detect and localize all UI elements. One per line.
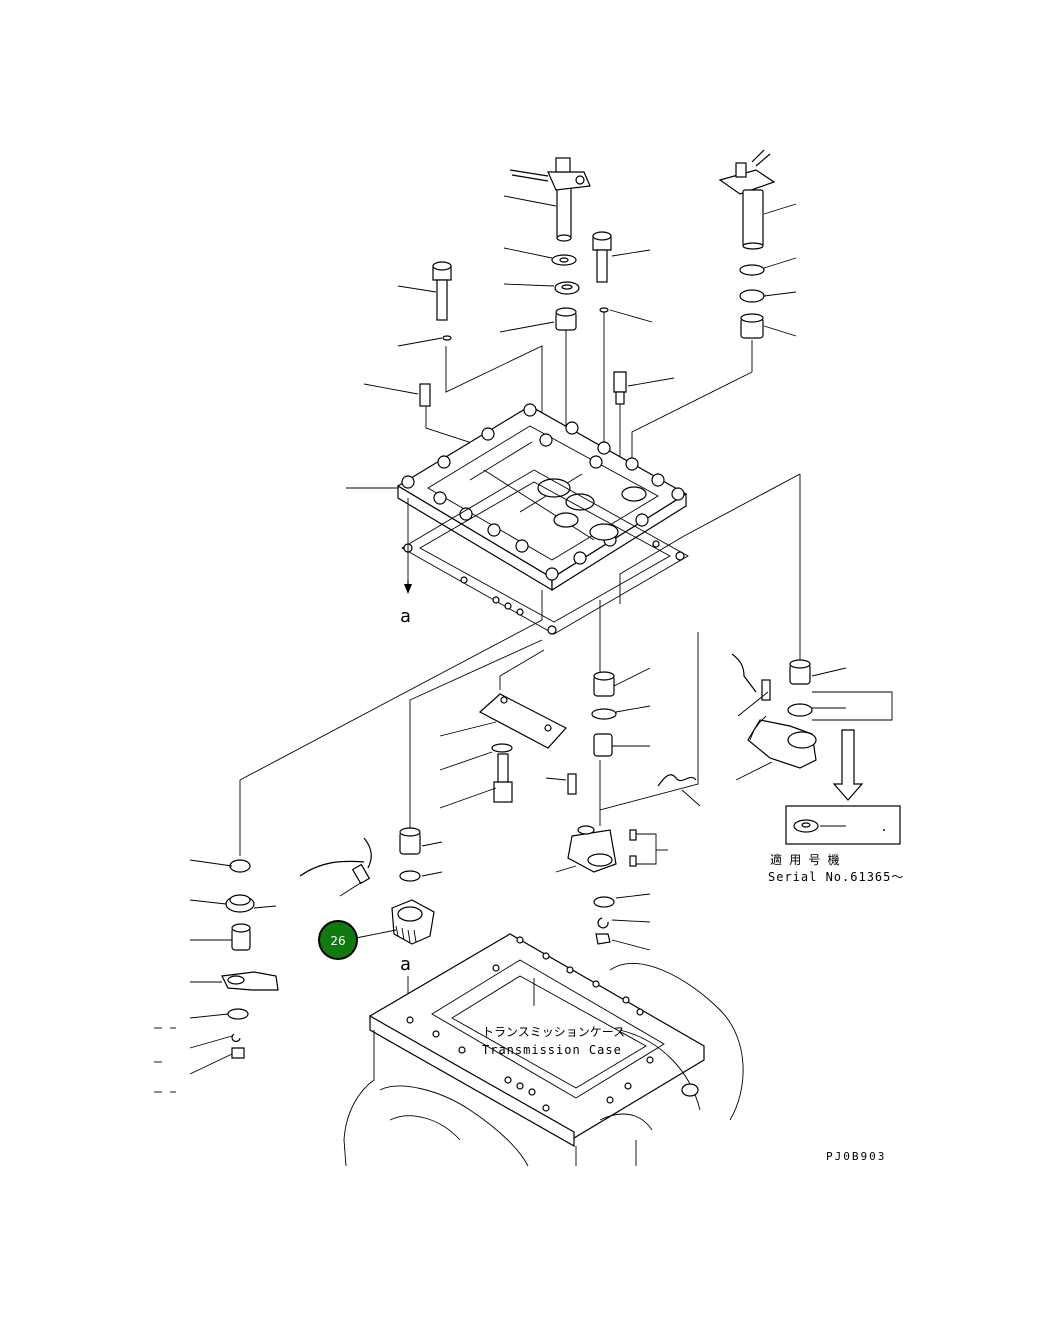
callout-26-label[interactable]: 26 xyxy=(330,934,345,948)
view-marker-lower: a xyxy=(400,954,411,975)
drawing-code: PJ0B903 xyxy=(826,1150,886,1163)
right-side-assembly xyxy=(731,653,901,845)
assembly-leaders-mid xyxy=(239,473,801,856)
cover-gasket xyxy=(401,469,689,635)
case-label-en: Transmission Case xyxy=(482,1043,622,1057)
case-label-jp: トランスミッションケース xyxy=(482,1025,625,1039)
transmission-case xyxy=(343,933,744,1167)
view-marker-upper: a xyxy=(400,606,411,627)
serial-label-jp: 適 用 号 機 xyxy=(770,852,840,867)
serial-label-en: Serial No.61365～ xyxy=(768,870,904,884)
middle-parts xyxy=(439,667,701,809)
lower-middle-parts xyxy=(299,827,443,945)
callout-26[interactable]: 26 xyxy=(318,920,397,960)
shift-fork-center xyxy=(555,825,668,951)
shift-lever-left xyxy=(503,157,591,242)
upper-small-parts xyxy=(499,247,797,339)
lower-left-parts xyxy=(154,859,279,1093)
down-arrow-icon xyxy=(404,584,412,594)
shift-cover-plate xyxy=(346,403,688,592)
shift-lever-right xyxy=(718,149,797,250)
upper-bolts xyxy=(363,231,675,407)
